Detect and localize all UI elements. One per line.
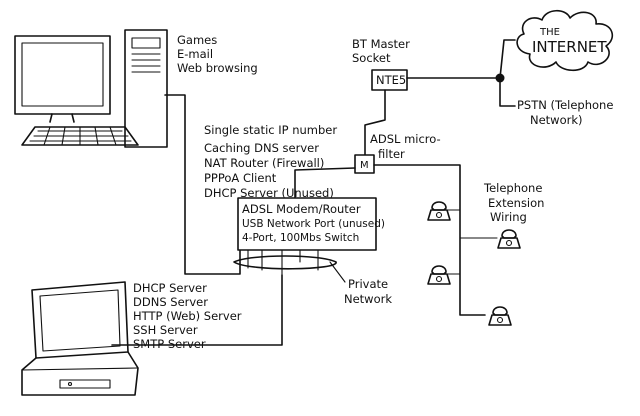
internet-label-2: INTERNET (532, 38, 607, 56)
socket-label-2: Socket (352, 51, 391, 65)
laptop-service-3: HTTP (Web) Server (133, 309, 242, 323)
private-network-label-2: Network (344, 292, 392, 306)
router-service-1: Single static IP number (204, 123, 337, 137)
telephone-3-icon (427, 265, 461, 285)
nte5-socket (371, 69, 408, 91)
desktop-uses-label-2: E-mail (177, 47, 213, 61)
laptop-cable (111, 274, 283, 346)
microfilter-mark: M (360, 160, 369, 171)
router-service-2: Caching DNS server (204, 141, 319, 155)
desktop-computer-icon (14, 29, 168, 148)
telephone-4-icon (488, 306, 512, 326)
extension-label-2: Extension (488, 196, 544, 210)
switch-port-cables (247, 249, 319, 276)
laptop-service-4: SSH Server (133, 323, 198, 337)
private-network-ellipse (233, 255, 337, 270)
internet-cloud-icon (516, 9, 614, 72)
laptop-computer-icon (21, 281, 139, 396)
laptop-service-1: DHCP Server (133, 281, 207, 295)
microfilter-label-2: filter (378, 147, 405, 161)
internet-label-1: THE (539, 27, 560, 38)
laptop-service-5: SMTP Server (133, 337, 206, 351)
desktop-cable (164, 94, 241, 275)
desktop-uses-label-1: Games (177, 33, 217, 47)
router-service-5: DHCP Server (Unused) (204, 186, 334, 200)
line-to-internet (499, 39, 516, 79)
modem-label-3: 4-Port, 100Mbs Switch (242, 232, 359, 244)
pstn-label-2: Network) (530, 113, 583, 127)
line-nte5-to-filter (364, 89, 386, 156)
nte5-label: NTE5 (376, 73, 406, 87)
adsl-modem-router-box (237, 197, 377, 251)
router-service-4: PPPoA Client (204, 171, 277, 185)
pstn-label-1: PSTN (Telephone (517, 98, 613, 112)
socket-label-1: BT Master (352, 37, 410, 51)
modem-label-2: USB Network Port (unused) (242, 218, 385, 230)
private-network-label-1: Private (348, 277, 388, 291)
private-network-pointer (329, 261, 346, 283)
line-filter-to-modem (294, 167, 356, 199)
telephone-1-icon (427, 201, 461, 221)
line-filter-to-extension (373, 164, 486, 316)
router-service-3: NAT Router (Firewall) (204, 156, 324, 170)
extension-label-3: Wiring (490, 210, 527, 224)
modem-label-1: ADSL Modem/Router (242, 202, 361, 216)
telephone-2-icon (459, 229, 521, 249)
microfilter-label-1: ADSL micro- (370, 132, 441, 146)
extension-label-1: Telephone (483, 181, 542, 195)
desktop-uses-label-3: Web browsing (177, 61, 258, 75)
laptop-service-2: DDNS Server (133, 295, 208, 309)
line-to-pstn (499, 77, 516, 107)
microfilter-box (354, 154, 375, 174)
